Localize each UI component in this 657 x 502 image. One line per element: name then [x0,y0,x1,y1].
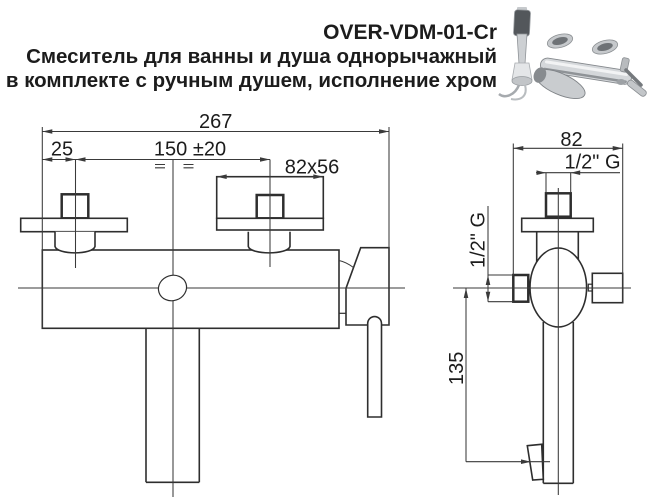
symmetry-tolerance-marks [155,163,194,169]
dim-arrow [612,146,623,151]
wall-flange-left [546,33,574,49]
dim-label-150-20: 150 ±20 [154,139,226,161]
dim-arrow [513,146,524,151]
left-escutcheon [19,217,129,233]
mixer-spout [533,67,586,100]
dim-arrow [463,288,469,298]
shower-hose [498,84,521,98]
dim-arrow [521,459,531,464]
description-line-2: в комплекте с ручным душем, исполнение х… [6,69,497,92]
shower-holder-base [511,76,533,86]
lever-swing-arc [338,259,354,268]
extension-line [545,172,572,193]
dim-arrow [570,170,581,175]
hose-outlet [616,79,626,85]
dim-arrow [75,157,86,162]
mixer-handle-stem [619,57,630,73]
dim-arrow [42,157,53,162]
mixer-lever [624,68,643,87]
dim-label-135: 135 [446,352,468,385]
dim-label-82x56: 82x56 [285,157,340,179]
dim-arrow [216,174,227,179]
shower-hose-2 [510,84,527,101]
dim-label-outlet-thread: 1/2" G [468,212,490,268]
mixer-paddle [626,79,647,97]
right-bell-connector [247,231,291,254]
hand-shower [498,7,533,101]
mixer-body-photo [533,33,647,100]
body-logo-ellipse [157,274,188,302]
dim-arrow [260,157,270,162]
side-view: 82 1/2" G 1/2" G 135 [446,129,631,495]
dim-arrow [65,157,76,162]
dim-label-267: 267 [199,111,232,133]
dim-arrow [379,129,389,134]
lever-grip-rod [366,315,383,418]
mixer-tube [540,57,632,85]
dim-arrow [536,170,546,175]
product-photo [498,7,647,101]
dim-label-25: 25 [51,139,73,161]
lever-handle-block [345,246,390,326]
shower-handle [516,33,528,65]
dim-arrow [42,129,53,134]
model-code: OVER-VDM-01-Cr [323,21,497,44]
dim-label-82: 82 [560,129,582,151]
dim-label-top-thread: 1/2" G [564,152,620,174]
dim-arrow [485,291,491,302]
mixer-body-outline [41,249,340,330]
wall-flange-right [591,39,619,55]
description-line-1: Смеситель для ванны и душа однорычажный [26,45,497,68]
dim-arrow [485,275,491,285]
front-view: 267 25 150 ±20 82x56 [18,111,405,497]
dim-arrow [313,174,324,179]
shower-head [513,9,531,37]
extension-line [488,274,514,303]
side-escutcheon [520,217,595,233]
